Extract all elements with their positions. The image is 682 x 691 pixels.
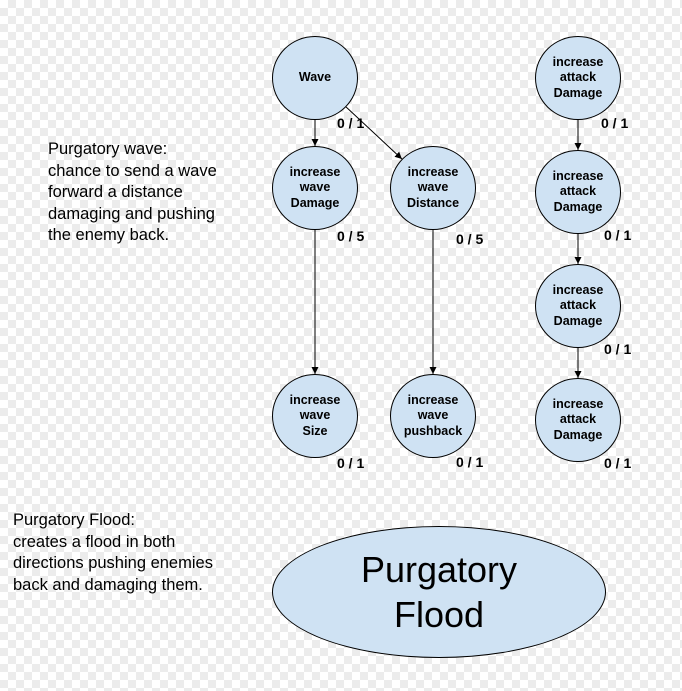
node-wave[interactable]: Wave: [272, 36, 358, 120]
node-increase-attack-damage-2-level: 0 / 1: [604, 227, 632, 243]
node-increase-wave-distance-level: 0 / 5: [456, 231, 484, 247]
node-increase-attack-damage-1-level: 0 / 1: [601, 115, 629, 131]
node-increase-wave-damage[interactable]: increase wave Damage: [272, 146, 358, 230]
node-increase-wave-pushback[interactable]: increase wave pushback: [390, 374, 476, 458]
node-increase-attack-damage-4-level: 0 / 1: [604, 455, 632, 471]
node-increase-attack-damage-2[interactable]: increase attack Damage: [535, 150, 621, 234]
node-increase-wave-distance[interactable]: increase wave Distance: [390, 146, 476, 230]
node-increase-attack-damage-4[interactable]: increase attack Damage: [535, 378, 621, 462]
node-increase-wave-size[interactable]: increase wave Size: [272, 374, 358, 458]
purgatory-flood-node[interactable]: Purgatory Flood: [272, 526, 606, 658]
node-increase-wave-pushback-level: 0 / 1: [456, 454, 484, 470]
node-increase-wave-size-level: 0 / 1: [337, 455, 365, 471]
node-increase-attack-damage-3-level: 0 / 1: [604, 341, 632, 357]
node-wave-level: 0 / 1: [337, 115, 365, 131]
node-increase-attack-damage-1[interactable]: increase attack Damage: [535, 36, 621, 120]
purgatory-wave-description: Purgatory wave: chance to send a wave fo…: [48, 140, 217, 244]
purgatory-flood-description: Purgatory Flood: creates a flood in both…: [13, 511, 213, 594]
node-increase-wave-damage-level: 0 / 5: [337, 228, 365, 244]
node-increase-attack-damage-3[interactable]: increase attack Damage: [535, 264, 621, 348]
edge-wave-to-wave_distance: [345, 106, 403, 160]
